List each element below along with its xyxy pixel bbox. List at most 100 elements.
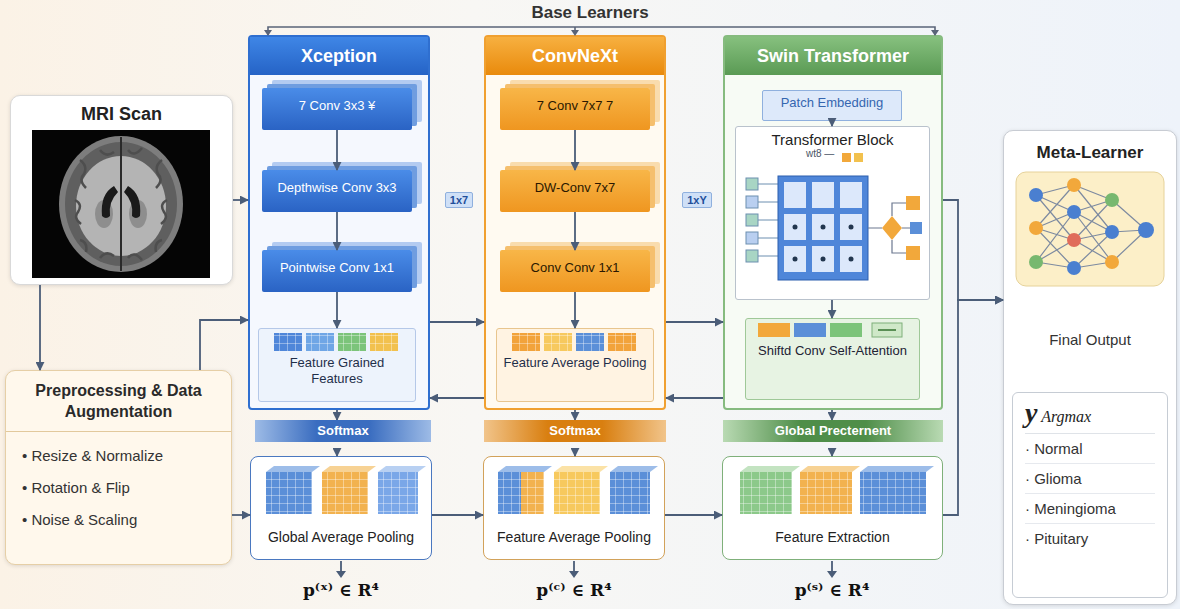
node-text: Final Output xyxy=(1004,331,1176,348)
connector-arrow xyxy=(666,397,723,399)
transformer-block-icon xyxy=(840,182,862,208)
node-text: Softmax xyxy=(484,420,666,442)
connector-arrow xyxy=(574,410,576,420)
probability-vector: p⁽ˣ⁾ ∈ R⁴ xyxy=(281,580,401,600)
model-column: Swin TransformerPatch EmbeddingTransform… xyxy=(723,35,943,410)
base-learners-bracket xyxy=(264,30,939,36)
connector-arrow xyxy=(336,212,338,250)
node-text: wt8 — xyxy=(736,148,929,160)
pooling-cubes-icon xyxy=(498,472,544,514)
probability-vector: p⁽ˢ⁾ ∈ R⁴ xyxy=(772,580,892,600)
mri-brain-image xyxy=(95,200,113,228)
probability-vector: p⁽ˣ⁾ ∈ R⁴ xyxy=(281,580,401,600)
transformer-block-icon xyxy=(849,257,854,262)
feature-map-icon xyxy=(274,333,302,351)
feature-map-icon xyxy=(608,333,636,351)
output-box: y Argmax· Normal· Glioma· Meningioma· Pi… xyxy=(1012,392,1168,598)
feature-map-icon xyxy=(608,333,636,351)
base-learners-bracket xyxy=(264,27,939,36)
transformer-block-icon xyxy=(868,203,910,253)
node-text: Softmax xyxy=(255,420,431,442)
transformer-block-icon xyxy=(746,153,922,280)
pooling-cubes-icon xyxy=(860,466,934,472)
node-text: Conv Conv 1x1 xyxy=(500,250,650,286)
node-text: Global Average Pooling xyxy=(251,457,431,545)
node-text: Transformer Block xyxy=(736,127,929,148)
pooling-cubes-icon xyxy=(860,472,926,514)
mri-brain-image xyxy=(102,186,141,218)
feature-map-icon xyxy=(274,323,902,351)
node-text: · Normal xyxy=(1025,434,1155,464)
pooling-cubes-icon xyxy=(322,472,368,514)
pooling-cubes-icon xyxy=(498,466,552,472)
transformer-block-icon xyxy=(746,178,758,190)
transformer-block-icon xyxy=(842,153,851,162)
transformer-block-icon xyxy=(821,225,826,230)
model-column: ConvNeXt7 Conv 7x7 7DW-Conv 7x7Conv Conv… xyxy=(484,35,666,410)
mri-brain-image xyxy=(129,200,147,228)
transformer-block-icon xyxy=(812,246,834,272)
meta-network-icon xyxy=(1105,225,1119,239)
node-text: • Resize & Normalize xyxy=(6,447,231,464)
node-text: Xception xyxy=(250,37,428,75)
node-text: · Meningioma xyxy=(1025,494,1155,524)
transformer-block-icon xyxy=(746,232,758,244)
layer-box: Depthwise Conv 3x3 xyxy=(262,170,412,212)
pooling-cubes-icon xyxy=(554,472,600,514)
transformer-block-icon xyxy=(906,246,920,260)
node-text: · Glioma xyxy=(1025,464,1155,494)
probability-vector: p⁽ˢ⁾ ∈ R⁴ xyxy=(772,580,892,600)
transformer-block-icon xyxy=(746,250,758,262)
transformer-block-icon xyxy=(784,182,806,208)
mri-brain-image xyxy=(65,142,177,266)
feature-map-icon xyxy=(576,333,604,351)
transformer-block-icon xyxy=(840,214,862,240)
transformer-block-icon xyxy=(821,257,826,262)
transformer-block-icon xyxy=(746,214,758,226)
feature-map-icon xyxy=(274,333,302,351)
meta-network-icon xyxy=(1067,205,1081,219)
feature-map-icon xyxy=(544,333,572,351)
pooling-cubes-icon xyxy=(554,472,600,514)
transformer-block-icon xyxy=(906,196,920,210)
transformer-block-icon xyxy=(910,222,922,234)
connector-arrow xyxy=(831,300,833,318)
pooling-cubes-icon xyxy=(322,466,376,472)
feature-map-icon xyxy=(512,333,540,351)
connector-arrow xyxy=(943,200,1003,300)
transformer-block-icon xyxy=(812,182,834,208)
feature-map-icon xyxy=(338,333,366,351)
connector-arrow xyxy=(432,514,483,516)
diagram-title: Base Learners xyxy=(440,3,740,23)
feature-map-icon xyxy=(306,333,334,351)
kernel-tag: 1x7 xyxy=(436,190,482,208)
node-text: 7 Conv 3x3 ¥ xyxy=(262,88,412,124)
feature-map-icon xyxy=(576,333,604,351)
meta-network-icon xyxy=(1067,178,1081,192)
pooling-cubes-icon xyxy=(322,472,368,514)
node-text: Patch Embedding xyxy=(763,91,901,115)
pooling-cubes-icon xyxy=(740,472,792,514)
pooling-cubes-icon xyxy=(800,472,852,514)
transformer-block-icon xyxy=(784,246,806,272)
node-text: Global Precternent xyxy=(723,420,943,442)
probability-vector: p⁽ᶜ⁾ ∈ R⁴ xyxy=(514,580,634,600)
pooling-cubes-icon xyxy=(800,466,860,472)
connector-arrow xyxy=(336,448,338,456)
meta-network-icon xyxy=(1067,261,1081,275)
connector-arrow xyxy=(574,292,576,328)
meta-network-icon xyxy=(1016,172,1164,286)
transformer-block-icon xyxy=(882,216,902,240)
connector-arrow xyxy=(430,397,484,399)
pooling-cubes-icon xyxy=(378,466,426,472)
pooling-cubes-icon xyxy=(610,472,650,514)
node-text: Feature Extraction xyxy=(723,457,942,545)
meta-network-icon xyxy=(1016,172,1164,286)
transformer-block-icon xyxy=(849,225,854,230)
layer-box: DW-Conv 7x7 xyxy=(500,170,650,212)
output-band: Global Precternent xyxy=(723,420,943,448)
feature-box: Feature Average Pooling xyxy=(496,328,654,402)
feature-map-icon xyxy=(544,333,572,351)
connector-arrow xyxy=(336,410,338,420)
